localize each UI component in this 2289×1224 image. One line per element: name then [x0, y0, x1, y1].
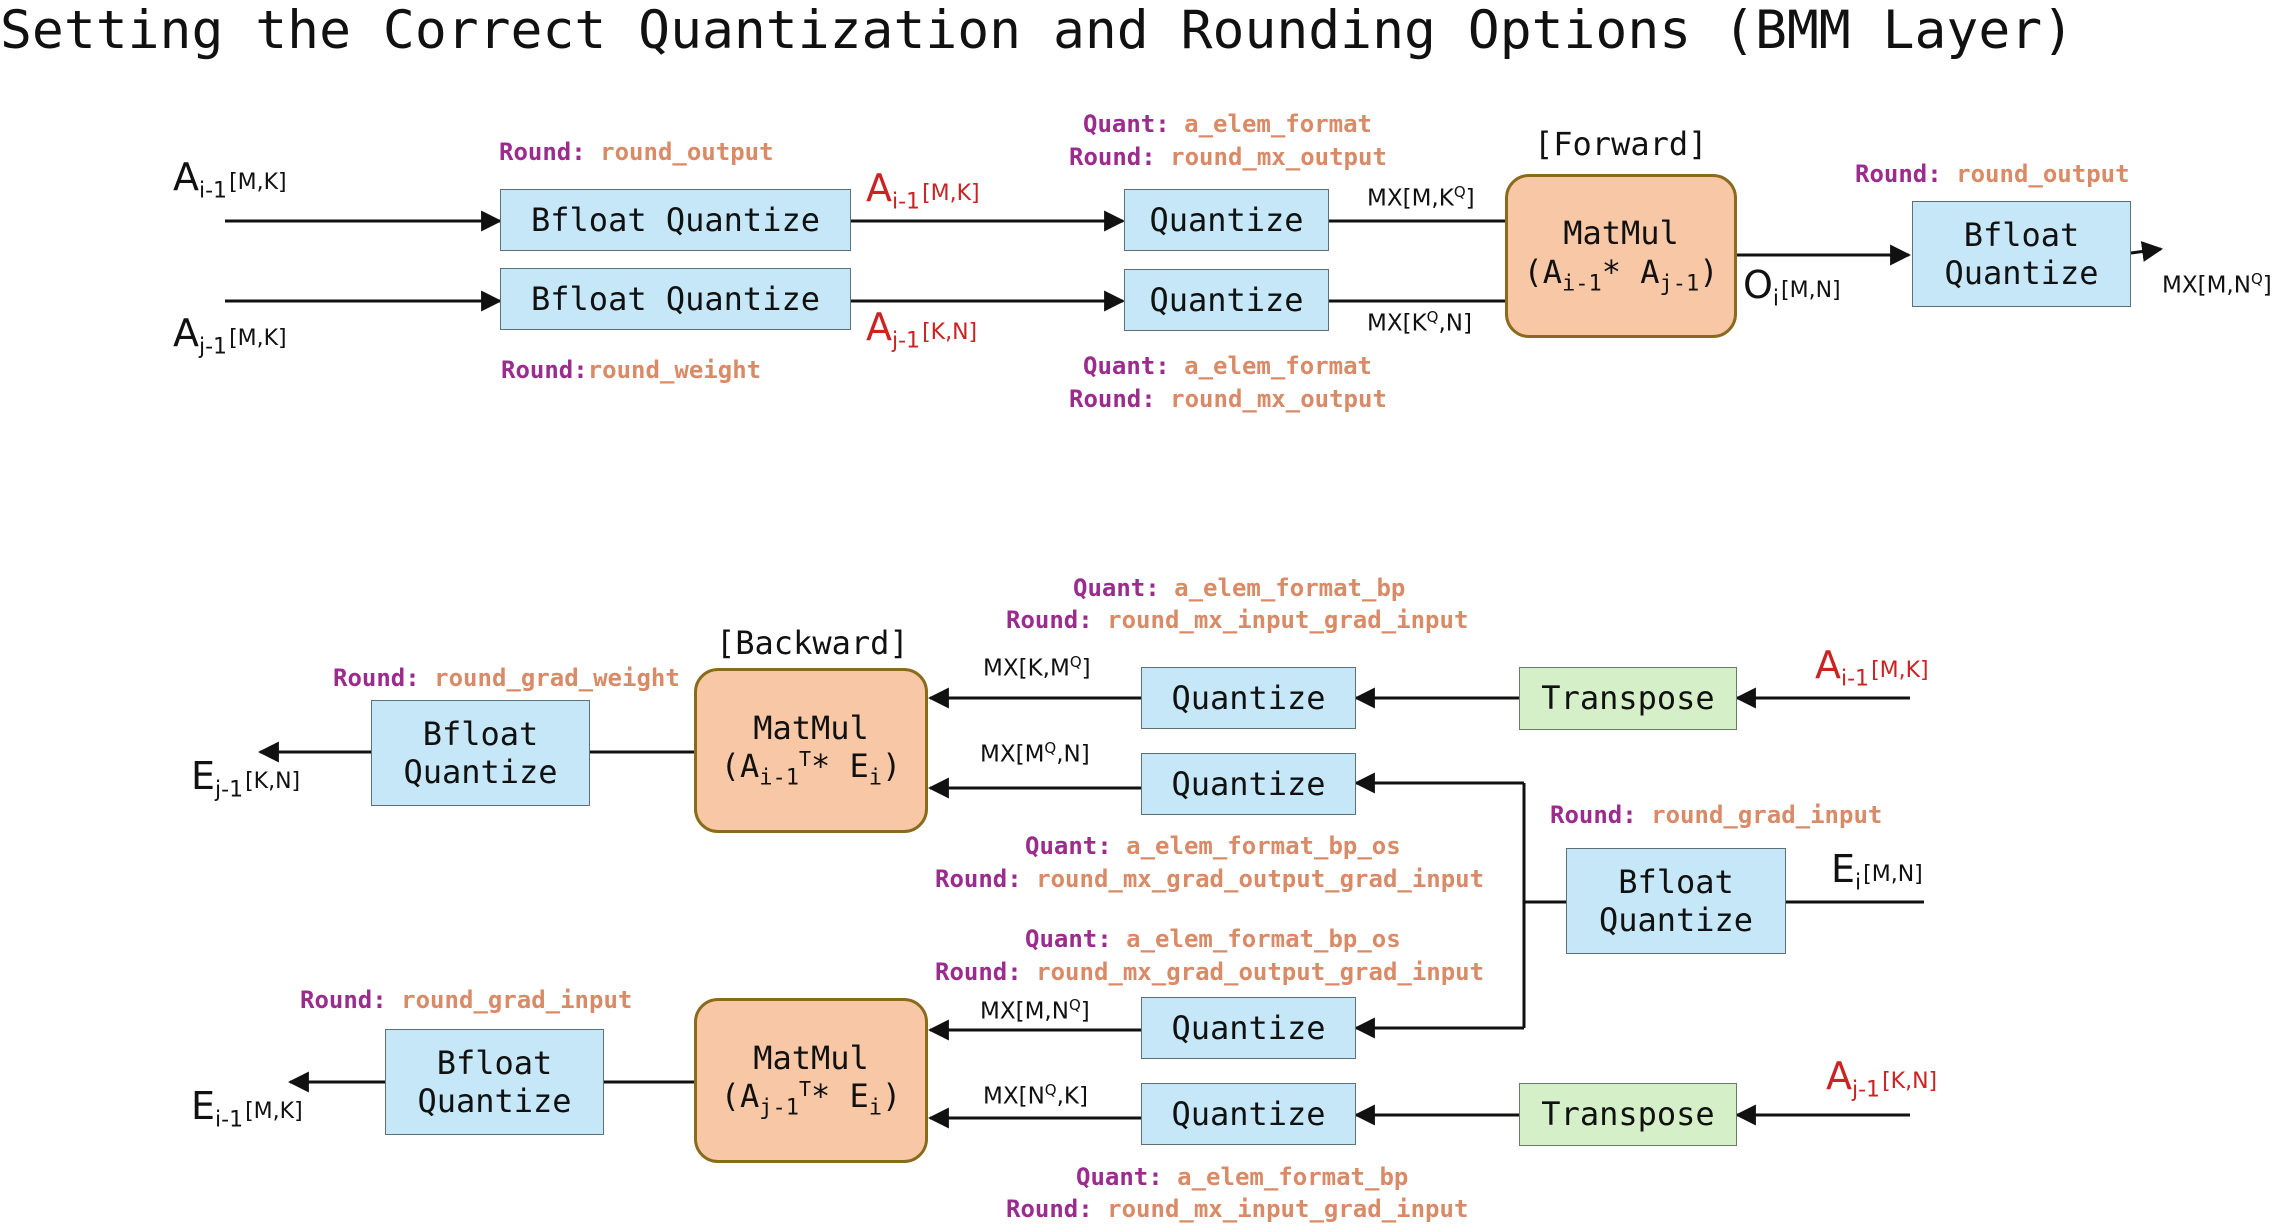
forward-q1-round-label: Round: round_mx_output: [1069, 143, 1387, 171]
forward-bfloat-quantize-1: Bfloat Quantize: [500, 189, 851, 251]
backward-transpose-1: Transpose: [1519, 667, 1737, 730]
backward-bq-i-round-label: Round: round_grad_input: [300, 986, 633, 1014]
forward-bq-out-round-label: Round: round_output: [1855, 160, 2130, 188]
backward-q4-quant-label: Quant: a_elem_format_bp: [1076, 1163, 1409, 1191]
forward-q2-quant-label: Quant: a_elem_format: [1083, 352, 1372, 380]
page-title: Setting the Correct Quantization and Rou…: [0, 0, 2075, 61]
arrow-bq-out: [2130, 241, 2164, 262]
backward-transpose-2: Transpose: [1519, 1083, 1737, 1146]
backward-stage-label: [Backward]: [716, 624, 909, 662]
backward-q1-round-label: Round: round_mx_input_grad_input: [1006, 606, 1469, 634]
backward-q2-round-label: Round: round_mx_grad_output_grad_input: [935, 865, 1485, 893]
backward-mx-label-2: MX[MQ,N]: [980, 739, 1090, 768]
backward-q1-quant-label: Quant: a_elem_format_bp: [1073, 574, 1406, 602]
forward-mid-a-j: Aj-1[K,N]: [866, 305, 978, 354]
backward-quantize-3: Quantize: [1141, 997, 1356, 1059]
forward-stage-label: [Forward]: [1534, 125, 1708, 163]
forward-mx-out-label: MX[M,NQ]: [2162, 270, 2272, 299]
forward-q1-quant-label: Quant: a_elem_format: [1083, 110, 1372, 138]
backward-quantize-2: Quantize: [1141, 753, 1356, 815]
backward-input-e-i: Ei[M,N]: [1831, 847, 1923, 896]
backward-quantize-4: Quantize: [1141, 1083, 1356, 1145]
forward-quantize-1: Quantize: [1124, 189, 1329, 251]
backward-q2-quant-label: Quant: a_elem_format_bp_os: [1025, 832, 1401, 860]
backward-output-e-j: Ej-1[K,N]: [191, 754, 301, 803]
forward-mx-label-1: MX[M,KQ]: [1367, 183, 1475, 212]
forward-input-a-i: Ai-1[M,K]: [173, 155, 287, 204]
forward-output-o-i: Oi[M,N]: [1743, 263, 1841, 312]
backward-quantize-1: Quantize: [1141, 667, 1356, 729]
backward-q3-round-label: Round: round_mx_grad_output_grad_input: [935, 958, 1485, 986]
forward-bq1-round-label: Round: round_output: [499, 138, 774, 166]
forward-mx-label-2: MX[KQ,N]: [1367, 308, 1472, 337]
backward-output-e-i: Ei-1[M,K]: [191, 1084, 303, 1133]
forward-matmul: MatMul (Ai-1* Aj-1): [1505, 174, 1737, 338]
backward-bq-w-round-label: Round: round_grad_weight: [333, 664, 680, 692]
forward-bfloat-quantize-2: Bfloat Quantize: [500, 268, 851, 330]
backward-matmul-weight-grad: MatMul (Ai-1T* Ei): [694, 668, 928, 833]
backward-matmul-input-grad: MatMul (Aj-1T* Ei): [694, 998, 928, 1163]
forward-q2-round-label: Round: round_mx_output: [1069, 385, 1387, 413]
backward-bq-e-round-label: Round: round_grad_input: [1550, 801, 1883, 829]
forward-mid-a-i: Ai-1[M,K]: [866, 166, 980, 215]
backward-mx-label-3: MX[M,NQ]: [980, 996, 1090, 1025]
forward-input-a-j: Aj-1[M,K]: [173, 311, 287, 360]
forward-quantize-2: Quantize: [1124, 269, 1329, 331]
backward-mx-label-4: MX[NQ,K]: [983, 1081, 1088, 1110]
backward-q4-round-label: Round: round_mx_input_grad_input: [1006, 1195, 1469, 1223]
backward-input-a-i: Ai-1[M,K]: [1815, 643, 1929, 692]
backward-input-a-j: Aj-1[K,N]: [1826, 1054, 1938, 1103]
backward-mx-label-1: MX[K,MQ]: [983, 653, 1091, 682]
backward-q3-quant-label: Quant: a_elem_format_bp_os: [1025, 925, 1401, 953]
forward-bq2-round-label: Round:round_weight: [501, 356, 762, 384]
